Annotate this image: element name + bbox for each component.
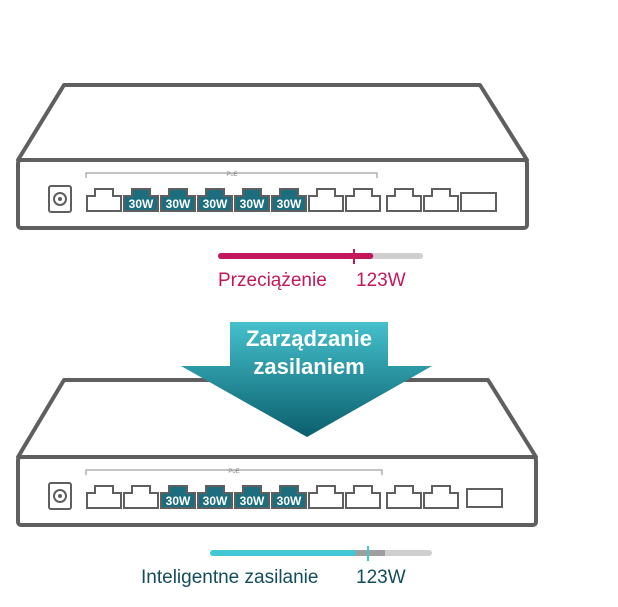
top-sfp-port: [460, 192, 497, 212]
top-poe-bracket-label: PoE: [226, 172, 237, 178]
bottom-poe-port-label: 30W: [277, 494, 302, 508]
power-management-arrow: Zarządzanie zasilaniem: [181, 322, 432, 437]
bottom-status-label: Inteligentne zasilanie: [141, 567, 318, 588]
top-poe-port-label: 30W: [129, 197, 154, 211]
bottom-poe-port-label: 30W: [203, 494, 228, 508]
top-port-row: 30W 30W 30W 30W 30W: [86, 188, 459, 212]
bottom-power-bar: [210, 546, 432, 561]
top-poe-port-label: 30W: [277, 197, 302, 211]
top-ethernet-port: [345, 188, 381, 212]
bottom-ethernet-port: [386, 485, 422, 509]
bottom-poe-port-label: 30W: [166, 494, 191, 508]
top-poe-port-label: 30W: [240, 197, 265, 211]
bottom-poe-port: [271, 485, 307, 509]
top-poe-bracket: [85, 172, 378, 178]
bottom-power-port: [48, 482, 72, 510]
bottom-poe-bracket: [85, 469, 383, 475]
top-ethernet-port: [386, 188, 422, 212]
bottom-poe-port: [234, 485, 270, 509]
bottom-poe-port: [160, 485, 196, 509]
bottom-poe-port: [197, 485, 233, 509]
top-poe-port: [234, 188, 270, 212]
top-switch: PoE 30W 30W 30W 30W 30W: [16, 83, 529, 230]
top-poe-port: [197, 188, 233, 212]
top-ethernet-port: [308, 188, 344, 212]
top-power-bar: [218, 249, 423, 264]
bottom-ethernet-port: [308, 485, 344, 509]
arrow-shape: [181, 322, 432, 437]
bottom-ethernet-port: [345, 485, 381, 509]
top-poe-port-label: 30W: [166, 197, 191, 211]
top-poe-port-label: 30W: [203, 197, 228, 211]
top-ethernet-port: [423, 188, 459, 212]
top-poe-port: [123, 188, 159, 212]
bottom-ethernet-port: [86, 485, 122, 509]
bottom-ethernet-port: [423, 485, 459, 509]
top-switch-lid: [16, 83, 529, 162]
bottom-sfp-port: [466, 488, 503, 508]
bottom-poe-bracket-label: PoE: [228, 469, 239, 475]
top-power-port: [48, 185, 72, 213]
bottom-ethernet-port: [123, 485, 159, 509]
arrow-label-line1: Zarządzanie: [246, 326, 372, 351]
bottom-poe-port-label: 30W: [240, 494, 265, 508]
top-ethernet-port: [86, 188, 122, 212]
arrow-label-line2: zasilaniem: [253, 354, 364, 379]
bottom-port-row: 30W 30W 30W 30W: [86, 485, 459, 509]
bottom-status-value: 123W: [356, 567, 406, 588]
top-poe-port: [160, 188, 196, 212]
top-poe-port: [271, 188, 307, 212]
top-status-label: Przeciążenie: [218, 270, 327, 291]
top-status-value: 123W: [356, 270, 406, 291]
